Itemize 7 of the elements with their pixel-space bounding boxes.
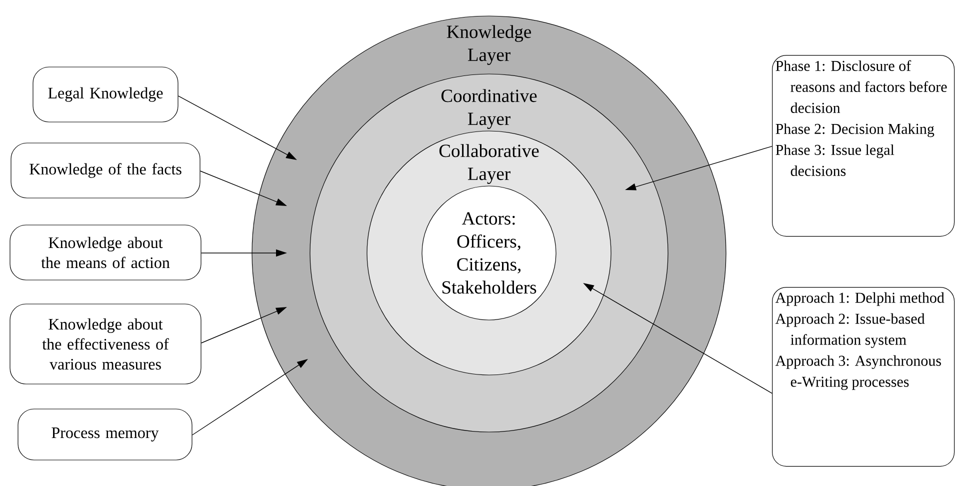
text-box: Knowledge about the means of action [10, 224, 202, 280]
text-box: Knowledge of the facts [10, 142, 200, 198]
text-box: Process memory [18, 408, 192, 460]
text-box: Legal Knowledge [32, 66, 178, 122]
text-box: Approach 1: Delphi method Approach 2: Issue-based information system Approach 3: Asynchronous e-Writing processes [772, 287, 955, 467]
text-box: Knowledge about the effectiveness of various measures [10, 304, 202, 384]
text-box: Phase 1: Disclosure of reasons and factors before decision Phase 2: Decision Making Phase 3: Issue legal decisions [772, 55, 955, 237]
